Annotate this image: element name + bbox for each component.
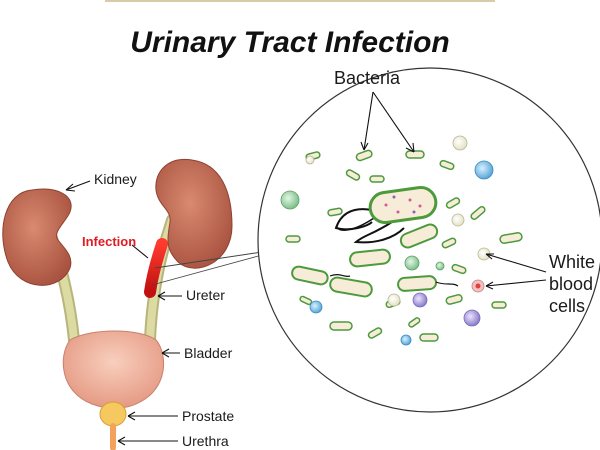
blood-cell-4 — [451, 213, 465, 227]
blood-cell-3 — [280, 190, 300, 210]
diagram-title: Urinary Tract Infection — [130, 26, 450, 59]
bacterium-small-15 — [445, 294, 463, 305]
blood-cell-12 — [463, 309, 481, 327]
flagellum-3 — [353, 221, 405, 244]
bacterium-small-5 — [345, 169, 361, 181]
white-blood-cells-label-3: cells — [549, 296, 585, 316]
bacterium-small-12 — [499, 232, 523, 244]
bacterium-small-13 — [451, 263, 467, 275]
bladder-pointer-head — [161, 348, 170, 358]
bacterium-small-6 — [369, 175, 385, 183]
magnified-contents — [280, 135, 523, 346]
blood-cell-14 — [435, 261, 445, 271]
infection-spot — [144, 238, 168, 298]
urethra-pointer-head — [117, 436, 126, 446]
bacterium-small-10 — [285, 235, 301, 243]
ureter-pointer-head — [157, 291, 166, 301]
blood-cell-11 — [309, 300, 323, 314]
wbc-pointer-bottom — [485, 279, 547, 287]
bacterium-small-9 — [470, 206, 486, 220]
blood-cell-9 — [412, 292, 428, 308]
flagellum-1 — [334, 208, 373, 231]
bacterium-medium-3 — [291, 265, 329, 286]
bacterium-small-20 — [491, 301, 507, 309]
left-kidney — [2, 188, 72, 286]
magnify-connector-top — [154, 251, 263, 269]
bacterium-medium-1 — [349, 248, 391, 268]
kidney-pointer-head — [65, 183, 76, 192]
bladder-label: Bladder — [184, 345, 233, 361]
bacterium-small-16 — [329, 321, 353, 331]
bacteria-pointer-right-head — [405, 142, 415, 153]
urethra-label: Urethra — [182, 433, 229, 449]
flagellum-2 — [335, 217, 375, 231]
wbc-pointer-top-head — [485, 253, 494, 260]
bacterium-medium-2 — [399, 223, 439, 249]
bacteria-pointer-left — [363, 91, 374, 151]
bacterium-medium-5 — [397, 275, 438, 292]
blood-cell-13 — [400, 334, 412, 346]
kidney-label: Kidney — [94, 171, 137, 187]
infection-label: Infection — [82, 234, 136, 249]
kidney-pointer — [65, 180, 91, 191]
bacterium-small-1 — [355, 149, 373, 162]
white-blood-cells-label-2: blood — [549, 274, 593, 294]
wbc-pointer-top — [485, 253, 547, 273]
bacterium-small-18 — [419, 333, 439, 342]
blood-cell-7 — [404, 255, 420, 271]
bacterium-small-7 — [327, 207, 343, 217]
prostate — [99, 401, 127, 427]
prostate-label: Prostate — [182, 408, 234, 424]
bacteria-pointer-left-head — [360, 141, 369, 151]
bacterium-small-11 — [441, 237, 457, 249]
blood-cell-8-nucleus — [475, 283, 481, 289]
blood-cell-10 — [387, 293, 401, 307]
bacteria-pointer-right — [372, 91, 415, 153]
blood-cell-1 — [474, 160, 494, 180]
magnify-connector-bottom — [151, 254, 263, 286]
bacterium-small-19 — [408, 317, 421, 328]
prostate-pointer-head — [127, 411, 136, 421]
bacterium-small-17 — [367, 327, 383, 339]
bacterium-small-4 — [439, 159, 455, 171]
right-kidney — [155, 158, 233, 269]
bacterium-small-2 — [405, 150, 425, 159]
white-blood-cells-label-1: White — [549, 252, 595, 272]
bladder — [62, 330, 165, 409]
ureter-label: Ureter — [186, 287, 225, 303]
bacteria-label: Bacteria — [334, 68, 401, 88]
wbc-pointer-bottom-head — [485, 281, 494, 290]
bacterium-medium-4 — [329, 276, 373, 298]
blood-cell-2 — [452, 135, 468, 151]
bacterium-large — [368, 185, 438, 225]
blood-cell-5 — [305, 155, 315, 165]
bacterium-small-8 — [445, 197, 461, 209]
infection-pointer — [131, 244, 149, 259]
